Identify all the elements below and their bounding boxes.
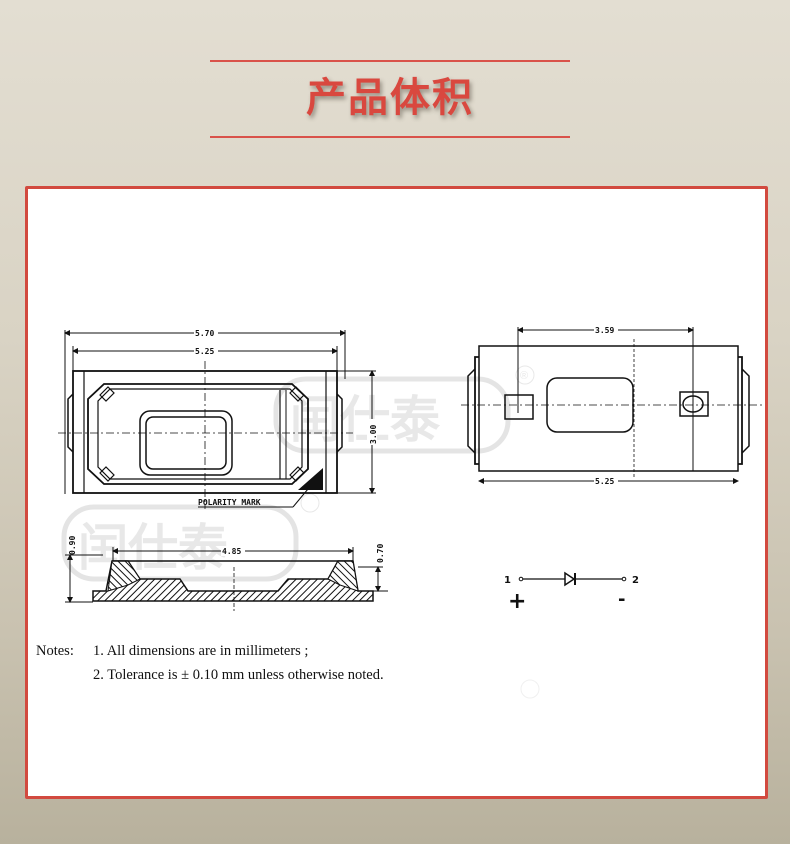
section-header: 产品体积	[210, 60, 570, 138]
dim-height: 3.00	[369, 425, 378, 444]
header-divider-top	[210, 60, 570, 62]
polarity-mark-label: POLARITY MARK	[198, 498, 261, 507]
svg-text:闰仕泰: 闰仕泰	[78, 519, 229, 577]
note-item: 2. Tolerance is ± 0.10 mm unless otherwi…	[93, 667, 384, 683]
top-view	[58, 330, 376, 509]
diode-schematic	[518, 571, 627, 587]
svg-text:闰仕泰: 闰仕泰	[290, 391, 441, 449]
dim-pad-spacing: 3.59	[595, 326, 614, 335]
cathode-sign: -	[618, 589, 625, 610]
dim-bg	[194, 328, 218, 338]
dim-lens-width: 4.85	[222, 547, 241, 556]
dim-bg	[194, 346, 218, 356]
pin1-label: 1	[504, 575, 511, 586]
dim-bg	[594, 325, 618, 335]
side-view	[65, 547, 388, 611]
dimension-drawing: 闰仕泰 闰仕泰 ®	[58, 325, 763, 699]
header-divider-bottom	[210, 136, 570, 138]
dim-bg	[594, 476, 618, 486]
dim-body-width: 5.25	[195, 347, 214, 356]
pin2-label: 2	[632, 575, 639, 586]
notes-label: Notes:	[36, 643, 74, 659]
dim-body-height: 0.70	[376, 544, 385, 563]
dim-bg	[367, 419, 377, 445]
dim-overall-width: 5.70	[195, 329, 214, 338]
svg-text:®: ®	[520, 370, 528, 382]
anode-sign: +	[508, 589, 526, 614]
dim-bg	[221, 546, 245, 556]
notes-block: Notes: 1. All dimensions are in millimet…	[36, 639, 384, 687]
note-item: 1. All dimensions are in millimeters ;	[93, 643, 309, 659]
page-title: 产品体积	[306, 75, 474, 121]
dim-bottom-body-width: 5.25	[595, 477, 614, 486]
dim-total-height: 0.90	[68, 536, 77, 555]
dimension-panel: 闰仕泰 闰仕泰 ®	[25, 186, 768, 799]
